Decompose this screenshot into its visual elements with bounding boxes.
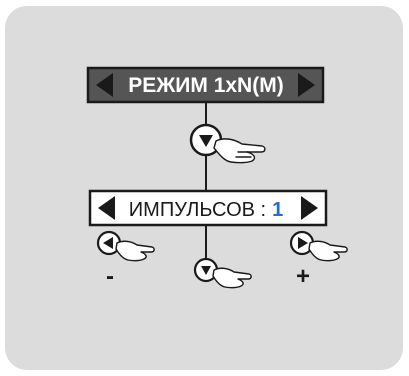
- hand-pointer-icon: [213, 138, 266, 164]
- pulse-bar-frame: [88, 189, 328, 227]
- mode-bar-frame: [86, 66, 325, 104]
- right-arrow-small-icon: [298, 237, 308, 249]
- down-button-bottom[interactable]: [193, 257, 252, 289]
- right-plus-button[interactable]: +: [289, 230, 348, 290]
- hand-pointer-bottom-icon: [212, 267, 252, 289]
- hand-finger-lines-icon: [235, 151, 252, 158]
- down-arrow-small-icon: [201, 266, 211, 275]
- down-arrow-icon: [199, 135, 213, 147]
- pulse-value: 1: [272, 199, 283, 221]
- minus-label: -: [106, 263, 114, 290]
- panel-background: [5, 6, 403, 370]
- pulse-left-arrow-icon[interactable]: [98, 196, 115, 220]
- plus-label: +: [296, 263, 310, 290]
- pulse-label: ИМПУЛЬСОВ :: [129, 199, 266, 221]
- mode-bar[interactable]: РЕЖИМ 1xN(M): [86, 66, 325, 104]
- hand-pointer-right-icon: [308, 240, 348, 262]
- left-arrow-small-icon: [103, 237, 113, 249]
- mode-left-arrow-icon[interactable]: [96, 73, 113, 97]
- down-button-top[interactable]: [189, 123, 266, 164]
- left-minus-button[interactable]: -: [96, 230, 155, 290]
- pulse-text: ИМПУЛЬСОВ : 1: [129, 199, 283, 221]
- hand-pointer-left-icon: [115, 240, 155, 262]
- pulse-bar[interactable]: ИМПУЛЬСОВ : 1: [88, 189, 328, 227]
- pulse-right-arrow-icon[interactable]: [301, 196, 318, 220]
- mode-label: РЕЖИМ 1xN(M): [128, 74, 283, 97]
- mode-right-arrow-icon[interactable]: [298, 73, 315, 97]
